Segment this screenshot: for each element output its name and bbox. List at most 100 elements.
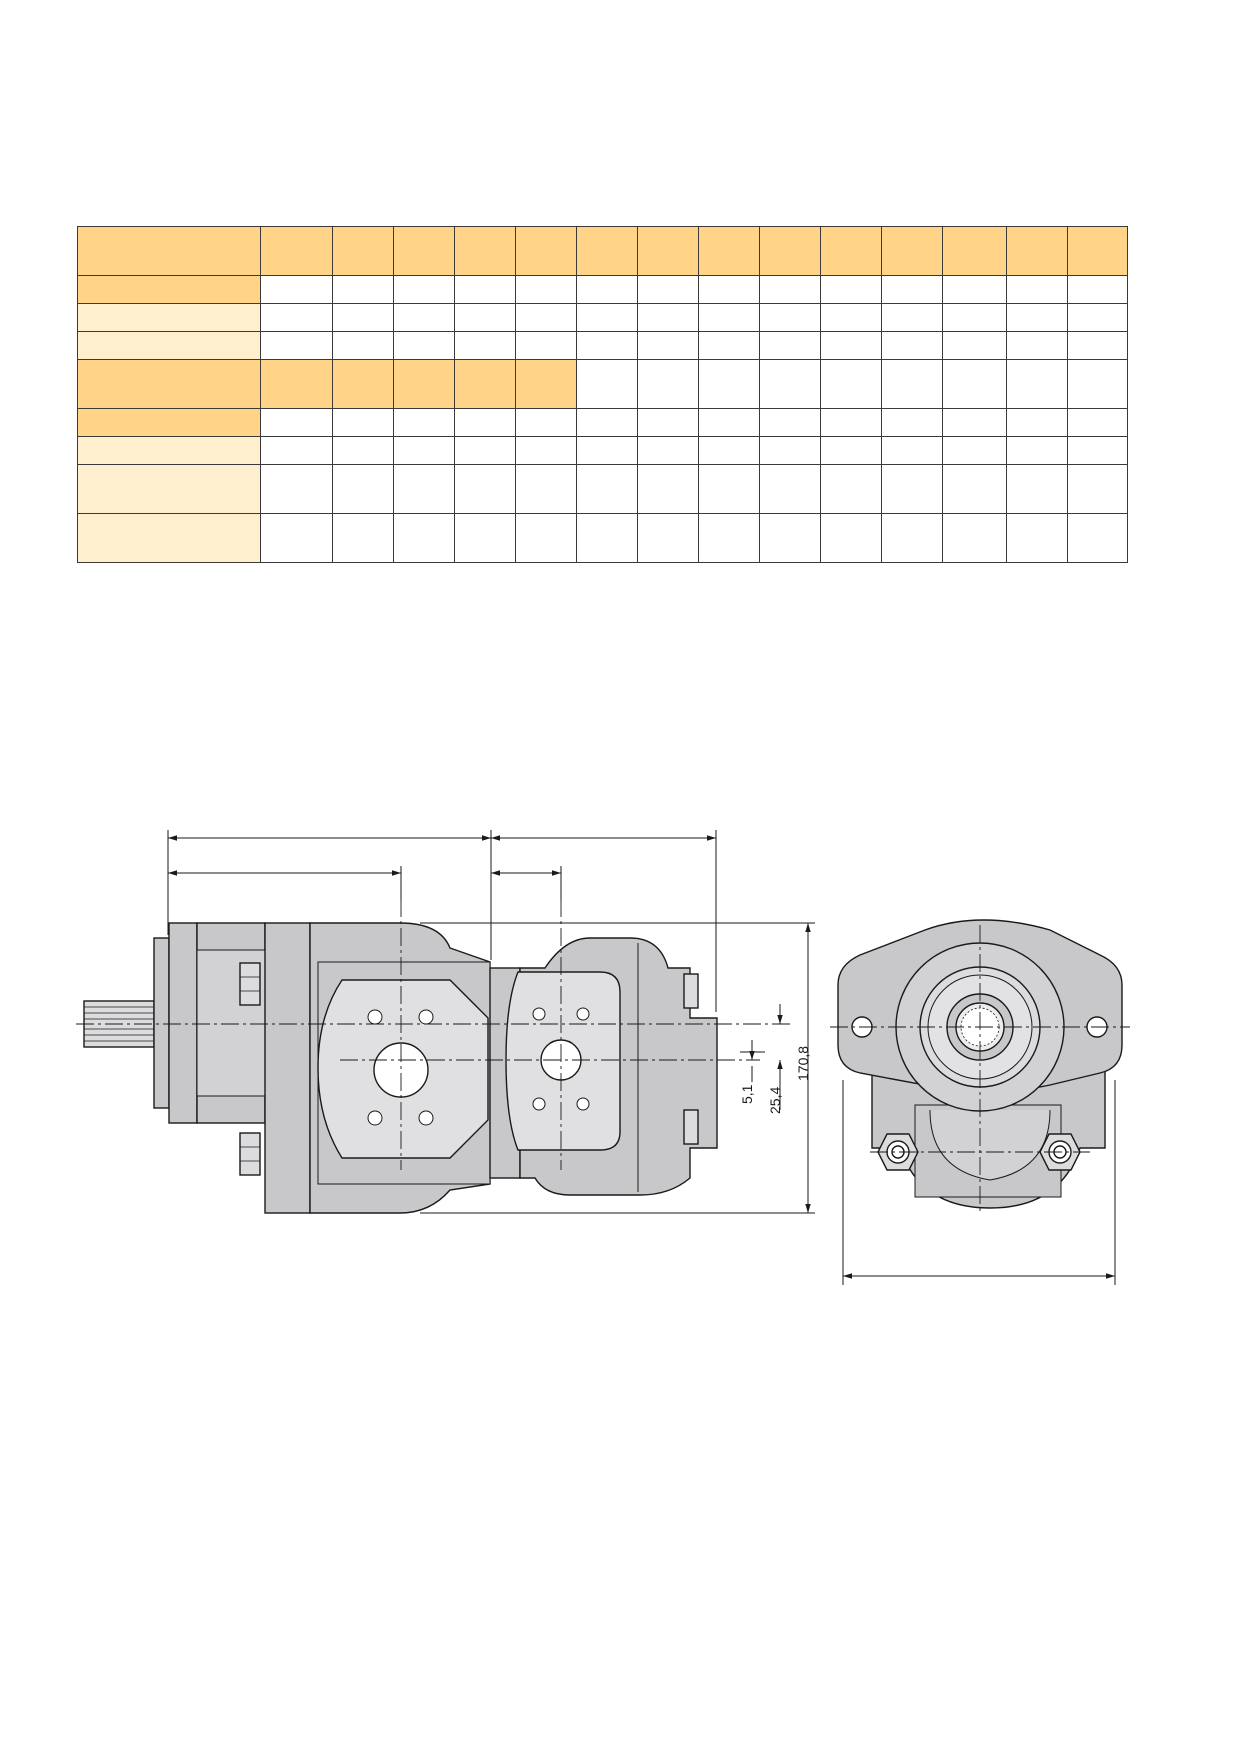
table-cell [515,331,577,360]
table-cell [260,436,333,465]
table-cell [820,464,882,514]
table-cell [332,408,394,437]
table-cell [332,226,394,276]
table-cell [576,331,638,360]
table-cell [759,513,821,563]
table-cell [260,513,333,563]
table-cell [881,513,943,563]
table-row [77,513,1128,563]
table-cell [1006,513,1068,563]
table-cell [1006,226,1068,276]
table-cell [454,331,516,360]
table-cell [332,513,394,563]
front-housing [264,922,311,1214]
table-cell [637,464,699,514]
table-cell [637,408,699,437]
table-cell [576,436,638,465]
table-cell [515,436,577,465]
table-cell [1067,513,1128,563]
table-cell [942,303,1007,332]
table-cell [454,275,516,304]
table-cell [820,303,882,332]
table-cell [759,331,821,360]
table-cell [1067,275,1128,304]
table-cell [637,275,699,304]
table-cell [332,275,394,304]
table-cell [1067,359,1128,409]
dim-label-small-offset: 5,1 [739,1084,755,1104]
table-cell [820,513,882,563]
dimension-lines-front [842,1080,1116,1285]
table-cell [332,359,394,409]
table-cell [260,464,333,514]
row-label-cell [77,331,261,360]
table-cell [759,359,821,409]
table-cell [698,226,760,276]
table-cell [515,408,577,437]
table-cell [637,303,699,332]
table-cell [576,408,638,437]
table-cell [393,513,455,563]
table-cell [759,408,821,437]
table-cell [698,331,760,360]
pump-side-view [83,922,718,1214]
table-cell [332,464,394,514]
table-cell [515,513,577,563]
table-cell [637,513,699,563]
table-row [77,359,1128,409]
table-cell [637,359,699,409]
table-cell [454,226,516,276]
specification-table [77,226,1128,563]
table-cell [881,331,943,360]
table-cell [759,226,821,276]
table-cell [698,408,760,437]
center-lines-side [76,870,792,1170]
table-cell [515,275,577,304]
table-cell [260,331,333,360]
table-cell [260,359,333,409]
table-cell [1067,464,1128,514]
table-cell [698,513,760,563]
table-cell [759,275,821,304]
table-cell [1067,436,1128,465]
table-row [77,275,1128,304]
table-cell [576,303,638,332]
table-cell [1006,359,1068,409]
table-cell [332,303,394,332]
table-cell [454,359,516,409]
table-cell [881,275,943,304]
table-cell [454,436,516,465]
dimension-lines-side [167,830,815,1214]
table-cell [1067,408,1128,437]
flange-bolt-top [239,962,261,1006]
table-cell [1006,408,1068,437]
table-cell [881,408,943,437]
table-row [77,436,1128,465]
table-cell [637,436,699,465]
row-label-cell [77,408,261,437]
table-cell [942,226,1007,276]
table-cell [881,359,943,409]
dim-label-port-offset: 25,4 [767,1087,783,1114]
table-cell [515,226,577,276]
table-cell [393,226,455,276]
mounting-flange [153,937,170,1109]
table-cell [576,226,638,276]
table-cell [515,359,577,409]
table-cell [942,331,1007,360]
table-cell [332,331,394,360]
table-row [77,464,1128,514]
table-cell [820,408,882,437]
table-cell [393,436,455,465]
row-label-cell [77,436,261,465]
table-cell [393,331,455,360]
table-cell [393,464,455,514]
table-cell [260,275,333,304]
table-cell [942,513,1007,563]
table-cell [942,275,1007,304]
table-row [77,408,1128,437]
table-cell [942,408,1007,437]
center-lines-front [830,925,1130,1215]
table-cell [1006,331,1068,360]
